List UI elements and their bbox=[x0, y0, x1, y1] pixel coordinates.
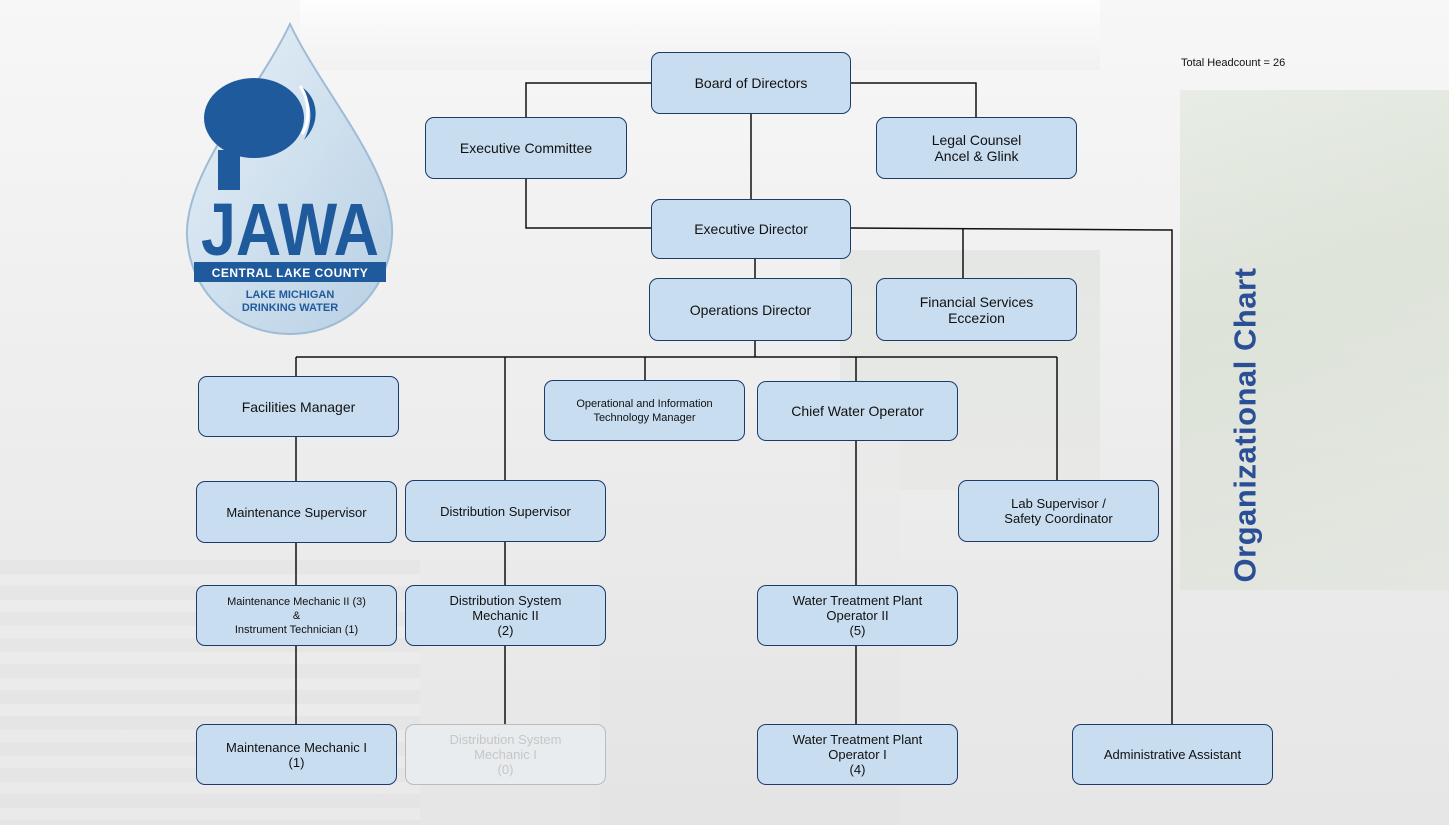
water-drop-icon bbox=[185, 22, 394, 336]
node-label-line: Operations Director bbox=[689, 301, 812, 318]
node-label-line: & bbox=[292, 609, 301, 622]
node-administrative-assistant[interactable]: Administrative Assistant bbox=[1072, 724, 1273, 785]
line-exec-director-admin bbox=[850, 227, 1173, 724]
node-label-line: Safety Coordinator bbox=[1004, 511, 1113, 526]
chart-title-container: Organizational Chart bbox=[1215, 240, 1275, 610]
svg-text:LAKE MICHIGAN: LAKE MICHIGAN bbox=[246, 289, 335, 301]
node-board-of-directors[interactable]: Board of Directors bbox=[651, 52, 851, 114]
node-label-line: Mechanic I bbox=[474, 747, 537, 762]
node-label-line: Financial Services bbox=[919, 293, 1034, 310]
node-label-line: Chief Water Operator bbox=[791, 403, 924, 419]
node-label-line: Mechanic II bbox=[472, 608, 539, 623]
node-label-line: Legal Counsel bbox=[931, 132, 1022, 148]
node-label-line: Executive Director bbox=[694, 221, 808, 237]
node-distribution-supervisor[interactable]: Distribution Supervisor bbox=[405, 480, 606, 542]
node-label-line: Instrument Technician (1) bbox=[234, 623, 359, 636]
node-label-line: Technology Manager bbox=[593, 411, 696, 424]
node-label-line: Eccezion bbox=[948, 309, 1005, 326]
node-label-line: Executive Committee bbox=[459, 140, 593, 156]
node-label-line: Operator I bbox=[828, 747, 887, 762]
node-label-line: (2) bbox=[497, 623, 514, 638]
svg-text:JAWA: JAWA bbox=[201, 188, 379, 271]
chart-title: Organizational Chart bbox=[1227, 267, 1262, 583]
node-label-line: Maintenance Supervisor bbox=[226, 504, 367, 520]
node-label-line: Operational and Information bbox=[576, 397, 713, 410]
line-exec-committee-exec-director bbox=[525, 179, 651, 229]
node-maintenance-mechanic-i[interactable]: Maintenance Mechanic I(1) bbox=[196, 724, 397, 785]
node-label-line: Distribution System bbox=[449, 732, 562, 747]
total-headcount: Total Headcount = 26 bbox=[1181, 57, 1286, 69]
node-label-line: (1) bbox=[288, 754, 305, 770]
svg-text:DRINKING WATER: DRINKING WATER bbox=[242, 302, 338, 314]
node-label-line: Maintenance Mechanic II (3) bbox=[227, 595, 366, 608]
water-tower-icon bbox=[204, 78, 304, 158]
jawa-logo: JAWA CENTRAL LAKE COUNTY LAKE MICHIGAN D… bbox=[185, 22, 394, 336]
line-board-exec-committee bbox=[525, 82, 651, 117]
node-chief-water-operator[interactable]: Chief Water Operator bbox=[757, 381, 958, 441]
node-label-line: Lab Supervisor / bbox=[1011, 496, 1106, 511]
node-maintenance-supervisor[interactable]: Maintenance Supervisor bbox=[196, 481, 397, 543]
node-lab-supervisor[interactable]: Lab Supervisor /Safety Coordinator bbox=[958, 480, 1159, 542]
node-maintenance-mechanic-ii[interactable]: Maintenance Mechanic II (3)&Instrument T… bbox=[196, 585, 397, 646]
svg-text:CENTRAL LAKE COUNTY: CENTRAL LAKE COUNTY bbox=[212, 266, 369, 280]
node-label-line: (0) bbox=[497, 762, 514, 777]
node-operations-director[interactable]: Operations Director bbox=[649, 278, 852, 341]
node-label-line: Administrative Assistant bbox=[1103, 747, 1242, 762]
node-label-line: Water Treatment Plant bbox=[792, 732, 923, 747]
node-facilities-manager[interactable]: Facilities Manager bbox=[198, 376, 399, 437]
node-label-line: (4) bbox=[849, 762, 866, 777]
node-label-line: Distribution Supervisor bbox=[440, 503, 571, 519]
node-label-line: Facilities Manager bbox=[241, 398, 356, 415]
node-label-line: Water Treatment Plant bbox=[792, 593, 923, 608]
node-label-line: Operator II bbox=[826, 608, 889, 623]
node-label-line: Ancel & Glink bbox=[934, 148, 1019, 164]
line-board-legal bbox=[851, 82, 977, 117]
node-executive-director[interactable]: Executive Director bbox=[651, 199, 851, 259]
node-label-line: Board of Directors bbox=[694, 75, 808, 91]
node-label-line: (5) bbox=[849, 623, 866, 638]
node-executive-committee[interactable]: Executive Committee bbox=[425, 117, 627, 179]
node-label-line: Maintenance Mechanic I bbox=[226, 739, 367, 755]
node-label-line: Distribution System bbox=[449, 593, 562, 608]
